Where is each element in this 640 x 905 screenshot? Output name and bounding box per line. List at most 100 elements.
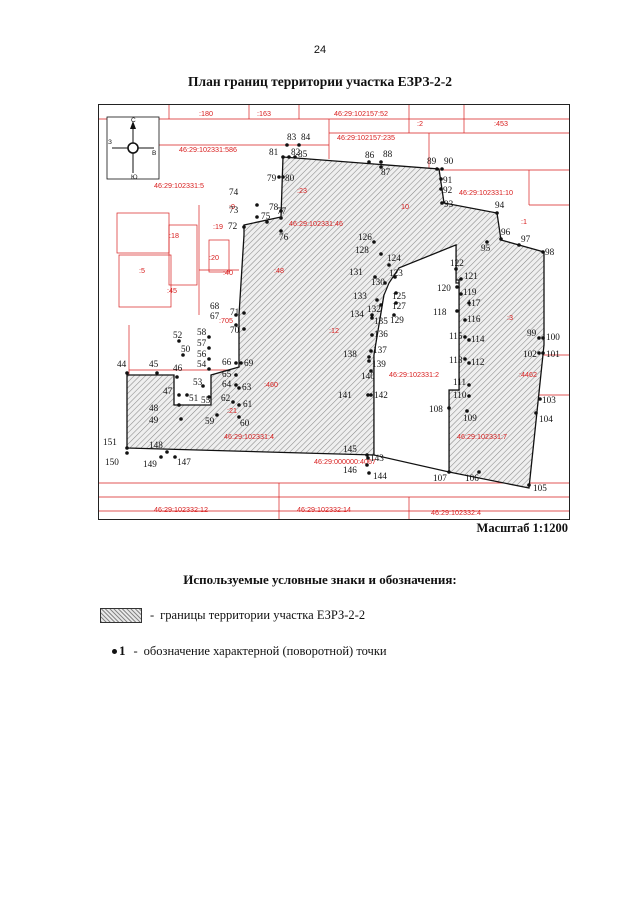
point-label: 121 (464, 271, 478, 281)
point-dot (207, 367, 211, 371)
point-label: 106 (465, 473, 479, 483)
point-dot (538, 397, 542, 401)
point-label: 124 (387, 253, 401, 263)
point-dot (367, 471, 371, 475)
point-label: 136 (374, 329, 388, 339)
compass-rose: С В Ю З (106, 116, 160, 181)
point-label: 49 (149, 415, 159, 425)
point-dot (285, 143, 289, 147)
point-label: 59 (205, 416, 215, 426)
point-label: 52 (173, 330, 183, 340)
point-dot (125, 451, 129, 455)
point-dot (375, 298, 379, 302)
point-dot (277, 175, 281, 179)
point-dot (281, 175, 285, 179)
point-dot (459, 292, 463, 296)
legend-item-area-text: границы территории участка ЕЗРЗ-2-2 (160, 608, 366, 622)
map-title: План границ территории участка ЕЗРЗ-2-2 (188, 74, 452, 89)
point-label: 48 (149, 403, 159, 413)
point-label: 123 (389, 268, 403, 278)
cadastral-label: :19 (213, 222, 223, 231)
point-dot (379, 252, 383, 256)
point-dot (365, 453, 369, 457)
point-dot (177, 393, 181, 397)
point-label: 83 (287, 132, 297, 142)
point-symbol-label: 1 (119, 643, 126, 658)
point-label: 104 (539, 414, 553, 424)
point-label: 89 (427, 156, 437, 166)
point-label: 130 (371, 277, 385, 287)
point-label: 114 (471, 334, 485, 344)
point-dot (234, 361, 238, 365)
point-label: 115 (449, 331, 463, 341)
point-dot (537, 336, 541, 340)
point-label: 98 (545, 247, 555, 257)
cadastral-label: 46:29:102331:10 (459, 188, 513, 197)
point-dot (125, 446, 129, 450)
point-label: 68 (210, 301, 220, 311)
point-label: 110 (453, 390, 467, 400)
point-dot (440, 167, 444, 171)
cadastral-label: :40 (223, 268, 233, 277)
point-dot (440, 201, 444, 205)
point-label: 103 (542, 395, 556, 405)
point-dot (179, 417, 183, 421)
point-label: 132 (367, 304, 381, 314)
point-dot (207, 335, 211, 339)
point-label: 57 (197, 338, 207, 348)
point-dot (373, 275, 377, 279)
cadastral-label: 46:29:102157:52 (334, 109, 388, 118)
point-dot (177, 339, 181, 343)
point-dot (237, 386, 241, 390)
point-dot (467, 338, 471, 342)
point-dot (215, 413, 219, 417)
point-label: 45 (149, 359, 159, 369)
point-dot (370, 316, 374, 320)
point-dot (383, 281, 387, 285)
cadastral-label: :453 (494, 119, 508, 128)
point-dot (454, 267, 458, 271)
point-label: 112 (471, 357, 485, 367)
point-dot (297, 143, 301, 147)
cadastral-label: :48 (274, 266, 284, 275)
point-label: 75 (261, 211, 271, 221)
cadastral-label: 46:29:102331:7 (457, 432, 507, 441)
cadastral-label: 46:29:102331:46 (289, 219, 343, 228)
point-label: 69 (244, 358, 254, 368)
point-label: 81 (269, 147, 279, 157)
point-label: 72 (228, 221, 238, 231)
cadastral-label: :1 (521, 217, 527, 226)
point-label: 87 (381, 167, 391, 177)
point-label: 140 (361, 371, 375, 381)
point-label: 70 (230, 325, 240, 335)
point-dot (372, 240, 376, 244)
cadastral-label: 46:29:102157:235 (337, 133, 395, 142)
point-label: 129 (390, 315, 404, 325)
point-dot (447, 406, 451, 410)
point-label: 117 (467, 298, 481, 308)
point-label: 92 (443, 185, 453, 195)
point-label: 146 (343, 465, 357, 475)
point-label: 144 (373, 471, 387, 481)
point-dot (467, 361, 471, 365)
point-dot (234, 323, 238, 327)
point-label: 125 (392, 291, 406, 301)
point-dot (207, 357, 211, 361)
point-label: 71 (230, 307, 240, 317)
point-label: 50 (181, 344, 191, 354)
point-dot (459, 277, 463, 281)
cadastral-label: :45 (167, 286, 177, 295)
point-label: 108 (429, 404, 443, 414)
point-dot (467, 394, 471, 398)
cadastral-label: :9 (229, 202, 235, 211)
point-dot (207, 395, 211, 399)
point-dot (181, 353, 185, 357)
legend-item-area: - границы территории участка ЕЗРЗ-2-2 (100, 608, 365, 623)
point-label: 73 (229, 205, 239, 215)
point-dot (541, 250, 545, 254)
cadastral-label: 46:29:102332:14 (297, 505, 351, 514)
point-dot (392, 313, 396, 317)
